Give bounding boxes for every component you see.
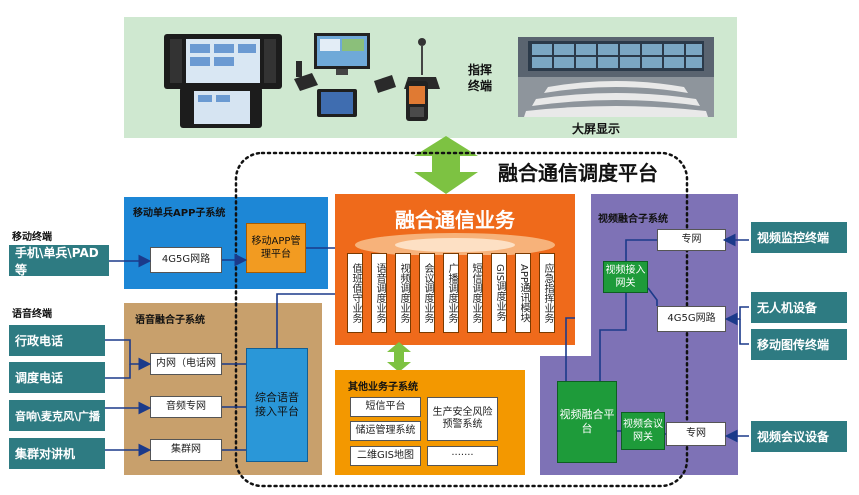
mobile-app-platform-box: 移动APP管理平台 (246, 223, 306, 273)
big-screen-hall-image (518, 37, 714, 117)
tablet-icon (317, 89, 357, 117)
video-fusion-platform-box: 视频融合平台 (557, 381, 617, 463)
command-terminal-label: 指挥终端 (468, 63, 493, 93)
voice-access-platform-box: 综合语音接入平台 (246, 348, 308, 462)
core-service-item: 广播调度业务 (443, 253, 459, 333)
audio-private-net-box: 音频专网 (150, 396, 222, 418)
video-private-net-top-box: 专网 (657, 229, 726, 251)
core-service-item: 值班值守业务 (347, 253, 363, 333)
video-access-gateway-box: 视频接入网关 (603, 261, 648, 293)
terminal-devices-illustration (164, 33, 440, 128)
voice-subsystem-title: 语音融合子系统 (135, 315, 205, 326)
core-service-item: 视频调度业务 (395, 253, 411, 333)
mobile-4g5g-network-box: 4G5G网路 (150, 247, 222, 273)
sms-platform-box: 短信平台 (350, 397, 421, 417)
desk-phone-icon (294, 61, 318, 91)
core-service-item: APP通讯模块 (515, 253, 531, 333)
mobile-terminal-box: 手机\单兵\PAD等 (9, 245, 109, 277)
core-service-title: 融合通信业务 (395, 208, 515, 232)
dispatch-console-icon (164, 34, 282, 89)
big-screen-label: 大屏显示 (572, 122, 621, 136)
monitor-icon (314, 33, 370, 75)
trunk-network-box: 集群网 (150, 439, 222, 461)
video-conference-gateway-box: 视频会议网关 (621, 412, 665, 450)
handheld-terminal-icon (406, 81, 428, 121)
platform-title: 融合通信调度平台 (492, 157, 664, 186)
drone-device-box: 无人机设备 (751, 292, 847, 323)
core-service-item: 应急指挥业务 (539, 253, 555, 333)
audio-broadcast-box: 音响\麦克风\广播 (9, 400, 105, 431)
platform-link-arrow (414, 136, 478, 194)
other-link-arrow (387, 342, 411, 372)
mobile-video-terminal-box: 移动图传终端 (751, 329, 847, 360)
trunk-intercom-box: 集群对讲机 (9, 438, 105, 469)
video-4g5g-network-box: 4G5G网路 (657, 306, 726, 332)
dispatch-phone-box: 调度电话 (9, 362, 105, 393)
video-monitor-terminal-box: 视频监控终端 (751, 222, 847, 253)
safety-warning-box: 生产安全风险预警系统 (427, 397, 498, 441)
video-subsystem-title: 视频融合子系统 (598, 214, 668, 225)
admin-phone-box: 行政电话 (9, 325, 105, 356)
other-subsystem-title: 其他业务子系统 (348, 382, 418, 393)
core-service-item: 会议调度业务 (419, 253, 435, 333)
storage-management-box: 储运管理系统 (350, 421, 421, 441)
core-glow (355, 233, 555, 255)
mobile-app-subsystem-title: 移动单兵APP子系统 (133, 208, 226, 219)
touch-console-icon (180, 87, 262, 128)
gis-map-box: 二维GIS地图 (350, 446, 421, 466)
core-service-item: 语音调度业务 (371, 253, 387, 333)
desk-phone-icon-2 (374, 75, 396, 93)
mobile-terminal-label: 移动终端 (12, 232, 52, 243)
core-service-item: 短信调度业务 (467, 253, 483, 333)
video-private-net-bottom-box: 专网 (666, 422, 726, 446)
intranet-phone-box: 内网（电话网 (150, 353, 222, 375)
core-service-item: GIS调度业务 (491, 253, 507, 333)
video-conference-device-box: 视频会议设备 (751, 421, 847, 452)
ellipsis-box: ······· (427, 446, 498, 466)
voice-terminal-label: 语音终端 (12, 309, 52, 320)
